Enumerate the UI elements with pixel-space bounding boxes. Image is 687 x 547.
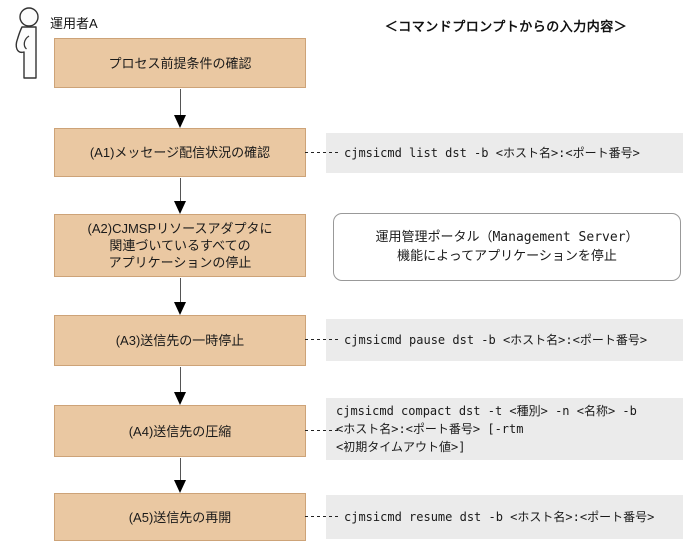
down-arrow — [174, 178, 186, 214]
down-arrow — [174, 89, 186, 128]
down-arrow — [174, 278, 186, 315]
flow-step-label: プロセス前提条件の確認 — [108, 55, 252, 71]
flow-step-a5: (A5)送信先の再開 — [54, 493, 306, 541]
arrow-head-icon — [174, 302, 186, 315]
down-arrow — [174, 367, 186, 405]
flow-step-precondition: プロセス前提条件の確認 — [54, 38, 306, 88]
command-text: cjmsicmd list dst -b <ホスト名>:<ポート番号> — [344, 146, 640, 160]
arrow-head-icon — [174, 480, 186, 493]
command-column-header: ＜コマンドプロンプトからの入力内容＞ — [384, 19, 628, 34]
command-panel-a1: cjmsicmd list dst -b <ホスト名>:<ポート番号> — [326, 133, 683, 173]
flow-step-a1: (A1)メッセージ配信状況の確認 — [54, 128, 306, 177]
command-panel-a3: cjmsicmd pause dst -b <ホスト名>:<ポート番号> — [326, 319, 683, 361]
note-text-line: 運用管理ポータル（Management Server） — [375, 230, 639, 245]
flow-step-a2: (A2)CJMSPリソースアダプタに 関連づいているすべての アプリケーションの… — [54, 214, 306, 277]
arrow-head-icon — [174, 201, 186, 214]
flow-step-label: (A4)送信先の圧縮 — [128, 423, 232, 439]
flow-step-a4: (A4)送信先の圧縮 — [54, 405, 306, 457]
arrow-head-icon — [174, 115, 186, 128]
command-text: cjmsicmd pause dst -b <ホスト名>:<ポート番号> — [344, 333, 648, 347]
note-box-a2: 運用管理ポータル（Management Server） 機能によってアプリケーシ… — [333, 213, 681, 281]
command-panel-a4: cjmsicmd compact dst -t <種別> -n <名称> -b … — [326, 398, 683, 460]
flow-step-label: (A3)送信先の一時停止 — [115, 333, 245, 348]
down-arrow — [174, 458, 186, 493]
dashed-connector — [305, 430, 338, 431]
command-text: cjmsicmd resume dst -b <ホスト名>:<ポート番号> — [344, 510, 655, 524]
command-text-line: <初期タイムアウト値>] — [336, 440, 466, 454]
flow-step-label-line: (A2)CJMSPリソースアダプタに — [87, 221, 273, 236]
arrow-head-icon — [174, 392, 186, 405]
flow-step-label: (A1)メッセージ配信状況の確認 — [89, 145, 271, 160]
flow-step-label-line: 関連づいているすべての — [109, 238, 251, 253]
dashed-connector — [305, 152, 338, 153]
note-text-line: 機能によってアプリケーションを停止 — [397, 249, 617, 264]
dashed-connector — [305, 516, 338, 517]
dashed-connector — [305, 339, 338, 340]
flow-step-label: (A5)送信先の再開 — [128, 509, 232, 525]
command-text-line: cjmsicmd compact dst -t <種別> -n <名称> -b — [336, 404, 637, 418]
command-text-line: <ホスト名>:<ポート番号> [-rtm — [336, 422, 524, 436]
command-panel-a5: cjmsicmd resume dst -b <ホスト名>:<ポート番号> — [326, 495, 683, 539]
person-icon — [7, 6, 47, 87]
flow-step-label-line: アプリケーションの停止 — [108, 255, 252, 270]
flow-step-a3: (A3)送信先の一時停止 — [54, 315, 306, 366]
actor-label: 運用者A — [50, 16, 98, 31]
